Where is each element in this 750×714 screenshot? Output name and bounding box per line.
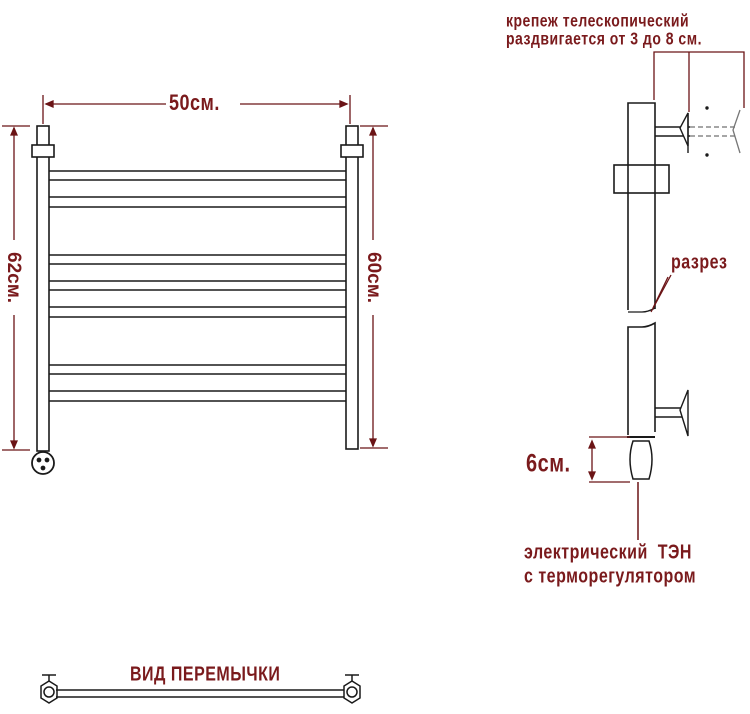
front-view xyxy=(31,125,364,475)
width-dimension-label: 50см. xyxy=(169,90,220,115)
telescopic-mount-label-line2: раздвигается от 3 до 8 см. xyxy=(506,28,702,48)
left-jumper-fitting-icon xyxy=(40,674,58,704)
heater-label-line2: с терморегулятором xyxy=(524,566,697,588)
heater-size-label: 6см. xyxy=(526,450,571,478)
heater-element-icon xyxy=(629,440,653,480)
side-bracket-block xyxy=(613,164,670,194)
side-dimensions xyxy=(588,51,745,540)
side-tube-upper xyxy=(627,102,656,310)
front-dimensions xyxy=(2,95,388,451)
rungs xyxy=(49,170,346,402)
heater-plug-icon xyxy=(31,451,55,475)
left-height-dimension-label: 62см. xyxy=(3,252,24,304)
heater-label-line1: электрический ТЭН xyxy=(524,542,692,564)
jumper-view-label: ВИД ПЕРЕМЫЧКИ xyxy=(130,664,281,686)
side-tube-lower xyxy=(627,321,656,435)
right-height-dimension-label: 60см. xyxy=(363,252,384,304)
lower-wall-cup-icon xyxy=(679,389,689,437)
side-view xyxy=(613,102,741,480)
cut-label: разрез xyxy=(671,252,728,274)
wall-cup-icon xyxy=(679,112,689,147)
left-post xyxy=(36,125,50,452)
telescopic-mount-label-line1: крепеж телескопический xyxy=(506,10,690,30)
right-jumper-fitting-icon xyxy=(343,674,361,704)
right-mount-bracket xyxy=(340,144,364,158)
jumper-view xyxy=(40,674,361,704)
right-post xyxy=(345,125,359,450)
left-mount-bracket xyxy=(31,144,55,158)
